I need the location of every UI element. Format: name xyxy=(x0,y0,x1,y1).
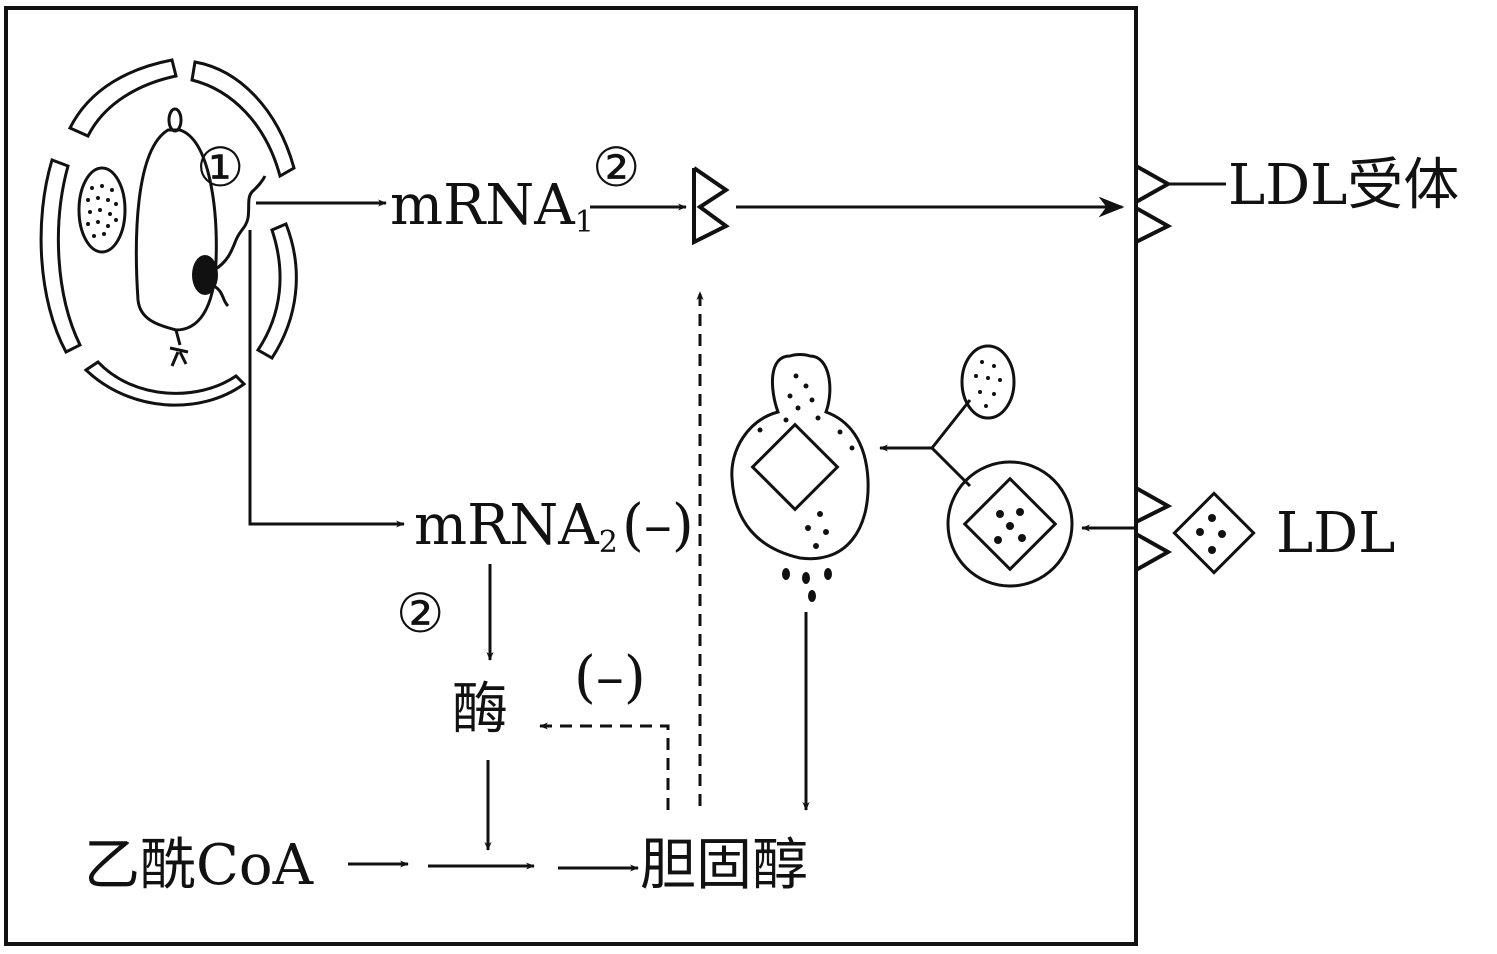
primary-lysosome-dots xyxy=(974,360,1002,408)
nuclear-envelope-right xyxy=(255,222,298,361)
cholesterol-label: 胆固醇 xyxy=(640,833,808,898)
feedback-inhibit-label: (–) xyxy=(574,645,646,710)
dashed-feedback-to-enzyme xyxy=(539,722,670,810)
vesicle-ldl-dots xyxy=(994,508,1026,544)
lysosome-with-ldl xyxy=(730,353,870,561)
lysosome-dots xyxy=(757,373,855,602)
nucleolus xyxy=(77,166,127,254)
gene-locus-dot xyxy=(192,255,218,295)
nucleolus-dots xyxy=(86,184,118,238)
membrane-ldl-receptor-lower-icon xyxy=(1135,486,1173,572)
ldl-particle xyxy=(1172,491,1256,575)
nucleus xyxy=(39,58,298,407)
membrane-ldl-receptor-icon xyxy=(1135,164,1173,244)
step2-left-label: ② xyxy=(396,582,444,645)
mrna2-label: mRNA2 xyxy=(414,493,618,560)
step1-label: ① xyxy=(196,136,244,199)
chromosome xyxy=(134,107,267,367)
nuclear-envelope-top-left xyxy=(67,58,178,138)
vesicle-fusion-connector xyxy=(929,399,972,488)
ldl-receptor-protein-icon xyxy=(692,166,730,246)
nuclear-envelope-bottom xyxy=(83,360,247,407)
step2-top-label: ② xyxy=(592,136,640,199)
enzyme-label: 酶 xyxy=(452,677,508,742)
endocytic-vesicle xyxy=(946,460,1074,588)
mrna1-label: mRNA1 xyxy=(390,173,594,240)
ldl-particle-dots xyxy=(1196,514,1226,554)
vesicle-ldl-particle xyxy=(962,476,1058,572)
acetyl-coa-label: 乙酰CoA xyxy=(84,833,314,898)
nuclear-envelope-left xyxy=(39,158,83,354)
nuclear-envelope-top-right xyxy=(190,60,296,179)
primary-lysosome xyxy=(960,344,1016,420)
mrna2-inhibit-label: (–) xyxy=(622,493,694,558)
cell-membrane-frame xyxy=(4,6,1138,946)
ldl-label: LDL xyxy=(1276,501,1395,566)
arrow-nucleus-to-mrna2 xyxy=(248,230,405,528)
ldl-receptor-label: LDL受体 xyxy=(1228,153,1459,218)
